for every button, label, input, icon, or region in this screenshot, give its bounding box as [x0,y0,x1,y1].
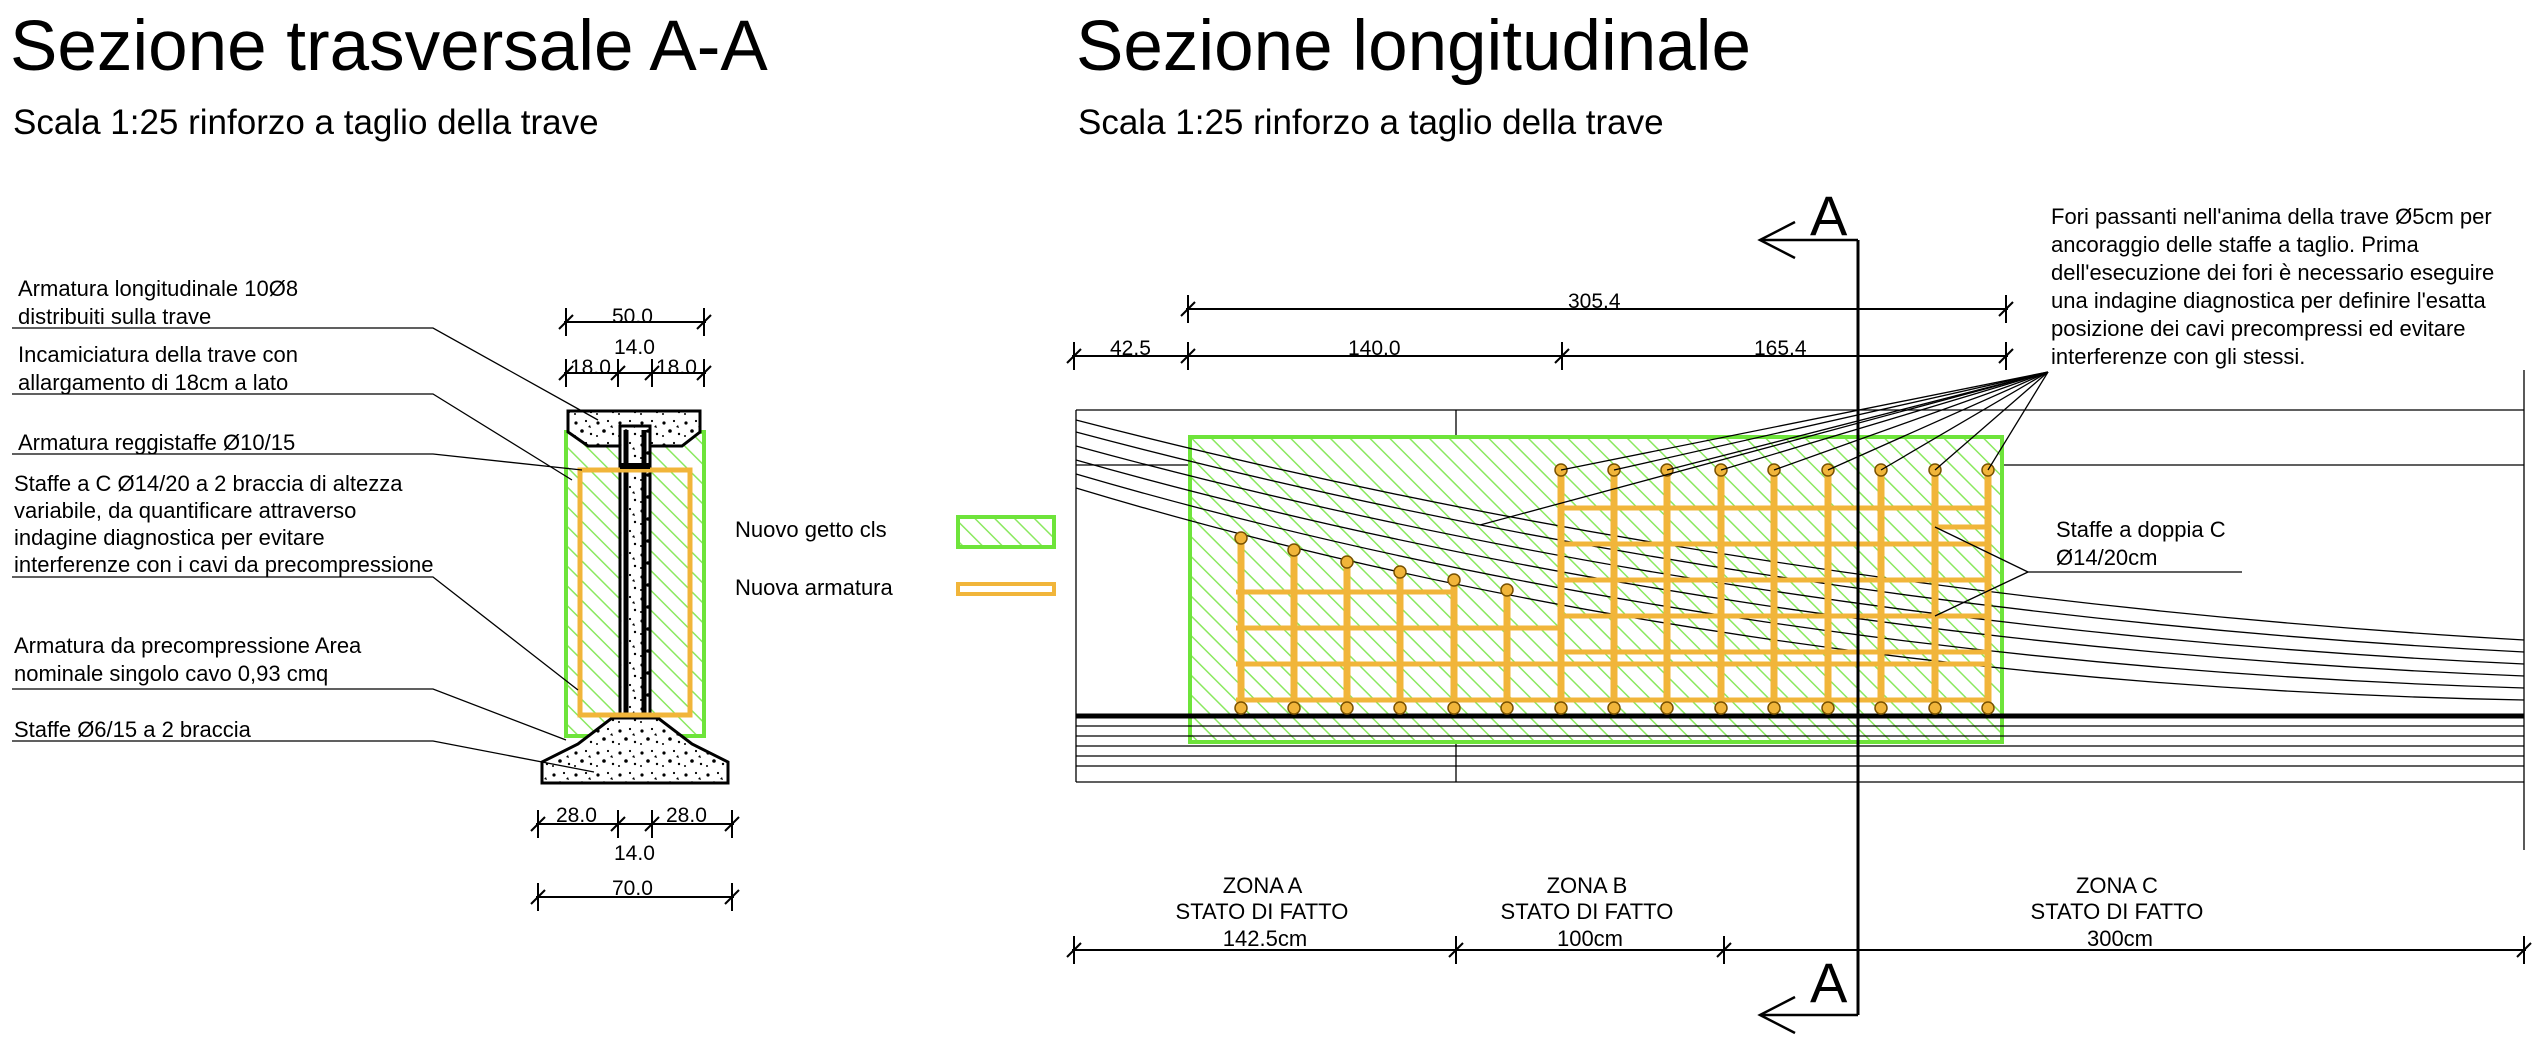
transverse-leader-lines [12,327,599,773]
dim-long-offset: 42.5 [1110,337,1151,360]
longitudinal-title: Sezione longitudinale [1076,7,1751,86]
note-holes: Fori passanti nell'anima della trave Ø5c… [2051,204,2500,369]
legend-concrete-swatch [956,515,1056,549]
transverse-notes: Armatura longitudinale 10Ø8 distribuiti … [14,276,433,742]
note-stirrups: Staffe a doppia C Ø14/20cm [2056,517,2232,570]
dim-top-web: 14.0 [614,336,655,359]
bottom-flange [540,716,730,785]
section-mark-top: A [1810,184,1848,247]
longitudinal-scale: Scala 1:25 rinforzo a taglio della trave [1078,103,1664,142]
prestress-cables [1075,419,2525,701]
dim-bottom-right: 28.0 [666,804,707,827]
bottom-dimension-lines [530,810,740,911]
section-mark-bottom: A [1810,951,1848,1014]
note-longitudinal-rebar: Armatura longitudinale 10Ø8 distribuiti … [18,276,304,329]
stirrups-note-leaders [1934,526,2242,617]
dim-long-total: 305.4 [1568,290,1621,313]
note-jacket: Incamiciatura della trave con allargamen… [18,342,304,395]
legend-concrete-label: Nuovo getto cls [735,517,887,542]
zone-dimension-line [1066,936,2532,964]
stirrups-rebar [1234,463,1995,715]
dim-bottom-web: 14.0 [614,842,655,865]
transverse-scale: Scala 1:25 rinforzo a taglio della trave [13,103,599,142]
zone-a-label: ZONA A STATO DI FATTO 142.5cm [1176,873,1355,951]
longitudinal-section: A A 305.4 42.5 140.0 165.4 [1066,184,2532,1035]
legend: Nuovo getto cls Nuova armatura [735,515,1056,600]
longitudinal-top-dims [1066,295,2014,370]
zone-c-label: ZONA C STATO DI FATTO 300cm [2031,873,2210,951]
note-prestress: Armatura da precompressione Area nominal… [14,633,367,686]
dim-top-right: 18.0 [656,356,697,379]
zone-b-label: ZONA B STATO DI FATTO 100cm [1501,873,1680,951]
dim-bottom-total: 70.0 [612,877,653,900]
dim-top-total: 50.0 [612,305,653,328]
note-stirrups-6: Staffe Ø6/15 a 2 braccia [14,717,252,742]
dim-long-part1: 140.0 [1348,337,1401,360]
transverse-section: 50.0 14.0 18.0 18.0 28.0 28.0 14.0 70.0 [12,305,740,911]
dim-top-left: 18.0 [570,356,611,379]
top-dimension-lines [558,308,712,387]
section-cut-line [1757,220,1860,1035]
note-reggistaffe: Armatura reggistaffe Ø10/15 [18,430,295,455]
transverse-title: Sezione trasversale A-A [10,7,768,86]
legend-rebar-label: Nuova armatura [735,575,894,600]
bottom-flange-lines [1076,713,2524,767]
dim-long-part2: 165.4 [1754,337,1807,360]
note-c-stirrups: Staffe a C Ø14/20 a 2 braccia di altezza… [14,471,433,577]
dim-bottom-left: 28.0 [556,804,597,827]
legend-rebar-swatch [956,582,1056,596]
hole-note-leaders [1479,371,2049,526]
